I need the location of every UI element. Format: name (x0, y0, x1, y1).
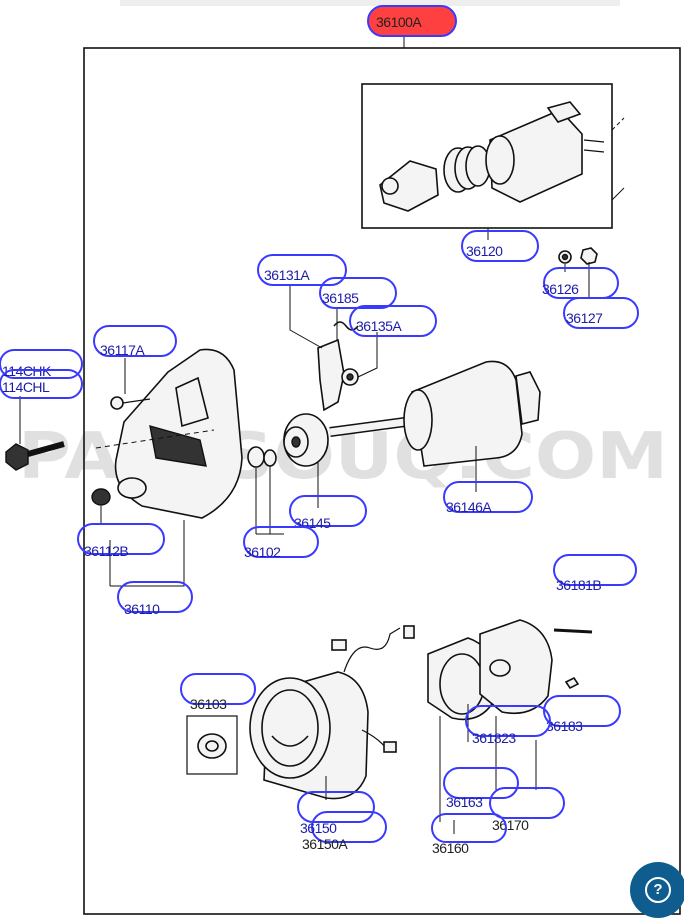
callout-label: 36185 (322, 290, 359, 306)
callout-label: 36102 (244, 544, 281, 560)
top-shadow (120, 0, 620, 6)
callout-36163[interactable]: 36163 (443, 767, 519, 810)
callout-36102[interactable]: 36102 (243, 526, 319, 560)
pinion-drawing (283, 413, 329, 508)
callout-label: 114CHL (2, 379, 50, 395)
assembly-frame (83, 47, 681, 915)
callout-36100A[interactable]: 36100A (367, 5, 457, 37)
callout-36185[interactable]: 36185 (319, 277, 397, 309)
callout-label: 36126 (542, 281, 579, 297)
callout-36120[interactable]: 36120 (461, 230, 539, 262)
help-button[interactable]: ? (630, 862, 684, 918)
callout-36150A[interactable]: 36150A (302, 836, 349, 852)
callout-114CHK[interactable]: 114CHK (0, 349, 83, 379)
callout-36117A[interactable]: 36117A (93, 325, 177, 358)
small-bolt-drawing (110, 358, 151, 410)
callout-36131A[interactable]: 36131A (257, 254, 347, 286)
callout-label: 36110 (124, 601, 160, 617)
callout-label: 36100A (376, 14, 422, 30)
callout-label: 36131A (264, 267, 310, 283)
callout-label: 36146A (446, 499, 492, 515)
front-housing-drawing (95, 348, 243, 587)
callout-36135A[interactable]: 36135A (349, 305, 437, 337)
callout-36160[interactable]: 36160 (431, 813, 507, 856)
callout-label: 36103 (190, 696, 227, 712)
callout-36181B[interactable]: 36181B (553, 554, 637, 593)
callout-label: 36112B (84, 543, 128, 559)
callout-label: 36120 (466, 243, 503, 259)
callout-36150[interactable]: 36150 (297, 791, 387, 843)
callout-36126[interactable]: 36126 (542, 267, 619, 299)
callout-36145[interactable]: 36145 (289, 495, 367, 531)
callout-114CHL[interactable]: 114CHL (0, 369, 83, 399)
callout-label: 36145 (294, 515, 331, 531)
armature-drawing (329, 360, 541, 492)
callout-label: 36183 (546, 718, 583, 734)
callout-label: 36181B (556, 577, 601, 593)
callout-label: 36150A (302, 836, 348, 852)
callout-36103[interactable]: 36103 (180, 673, 256, 712)
callout-label: 36127 (566, 310, 603, 326)
callout-36110[interactable]: 36110 (117, 581, 193, 617)
bearing-drawing (186, 715, 238, 775)
callout-label: 361823 (472, 730, 516, 746)
solenoid-frame (361, 83, 613, 229)
callout-label: 36117A (100, 342, 145, 358)
callout-label: 36170 (492, 817, 529, 833)
callout-36170[interactable]: 36170 (489, 787, 565, 833)
callout-36183[interactable]: 36183 (543, 695, 621, 734)
nut-drawing (558, 247, 598, 298)
callout-label: 36160 (432, 840, 469, 856)
callout-36112B[interactable]: 36112B (77, 523, 165, 559)
callout-label: 36135A (356, 318, 402, 334)
bushing-drawing (91, 488, 111, 524)
rear-assembly-drawing (427, 619, 593, 834)
callout-label: 36163 (446, 794, 483, 810)
solenoid-drawing (379, 101, 625, 212)
yoke-drawing (249, 625, 415, 800)
stop-ring-drawing (247, 446, 284, 535)
callout-36127[interactable]: 36127 (563, 297, 639, 329)
callout-label: 36150 (300, 820, 337, 836)
lever-drawing (289, 284, 378, 412)
callout-36146A[interactable]: 36146A (443, 481, 533, 515)
big-bolt-drawing (5, 396, 65, 471)
callout-361823[interactable]: 361823 (465, 705, 551, 746)
question-mark-icon: ? (645, 877, 671, 903)
